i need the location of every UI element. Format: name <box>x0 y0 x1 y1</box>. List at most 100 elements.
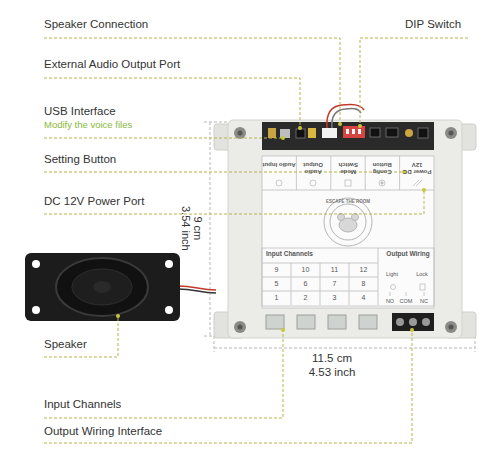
label-panel <box>310 180 316 186</box>
brand-logo <box>330 204 366 240</box>
channel-number: 9 <box>262 266 291 274</box>
channel-number: 12 <box>349 266 378 274</box>
panel-label: Audio Input <box>262 161 296 168</box>
channel-number: 3 <box>320 294 349 302</box>
pcb-header-strip <box>352 129 355 134</box>
pcb-header-strip <box>262 122 434 150</box>
leader-dot <box>116 122 426 332</box>
connector-wires <box>327 105 364 128</box>
callout-label: External Audio Output Port <box>44 58 304 71</box>
terminal-block <box>266 315 284 329</box>
speaker-body <box>93 281 111 293</box>
dimension-label: 3.54 inch <box>180 198 193 258</box>
pcb-header-strip <box>280 129 290 138</box>
label-panel <box>379 180 385 186</box>
device-enclosure <box>234 321 246 333</box>
leader-dot <box>281 136 285 140</box>
channel-number: 2 <box>291 294 320 302</box>
speaker-body <box>25 253 180 321</box>
pin-name: NC <box>415 298 433 304</box>
label-panel <box>381 182 383 184</box>
label-panel <box>262 190 434 191</box>
connector-wires <box>327 105 364 128</box>
channel-number: 4 <box>349 294 378 302</box>
channel-number: 8 <box>349 280 378 288</box>
terminal-label: Light <box>380 271 404 277</box>
dimension-line <box>204 122 228 123</box>
leader-line <box>44 38 468 443</box>
leader-line <box>44 330 412 443</box>
label-panel <box>296 156 399 190</box>
dimension-label: 4.53 inch <box>292 366 372 379</box>
channel-number: 6 <box>291 280 320 288</box>
pin-name: COM <box>396 298 416 304</box>
channel-table <box>390 292 424 296</box>
connector-wires <box>332 108 361 128</box>
channel-table <box>262 248 434 306</box>
pcb-header-strip <box>346 129 349 134</box>
channel-number: 7 <box>320 280 349 288</box>
pcb-header-strip <box>418 128 428 138</box>
label-panel <box>262 156 434 308</box>
leader-dot <box>338 122 342 126</box>
pcb-header-strip <box>405 129 413 137</box>
leader-line <box>44 38 340 124</box>
pcb-header-strip <box>358 129 361 134</box>
speaker-body <box>32 260 40 268</box>
dimension-line <box>210 122 211 336</box>
callout-label: Input Channels <box>44 398 304 411</box>
pcb-header-strip <box>296 129 305 138</box>
panel-label: Mode Switch <box>331 161 365 175</box>
pcb-header-strip <box>262 122 434 150</box>
brand-logo <box>352 214 359 221</box>
pcb-header-strip <box>322 128 337 138</box>
leader-dot <box>422 188 426 192</box>
speaker-body <box>25 253 180 321</box>
leader-dot <box>281 328 285 332</box>
table-heading: Input Channels <box>266 250 346 257</box>
dimension-label: 9 cm <box>192 208 205 248</box>
channel-number: 10 <box>291 266 320 274</box>
label-panel <box>413 180 422 186</box>
channel-table <box>420 284 425 290</box>
leader-dot <box>358 124 362 128</box>
terminal-block <box>392 313 434 331</box>
device-enclosure <box>449 325 454 330</box>
dimension-line <box>214 336 215 352</box>
device-enclosure <box>445 321 457 333</box>
device-enclosure <box>445 127 457 139</box>
channel-table <box>262 248 434 306</box>
callout-label: USB Interface <box>44 105 244 118</box>
panel-label: Audio Output <box>296 161 330 175</box>
callout-label: DC 12V Power Port <box>44 195 244 208</box>
pcb-header-strip <box>268 128 276 138</box>
panel-label: Config Button <box>365 161 399 175</box>
terminal-block <box>396 318 404 326</box>
dimension-label: 11.5 cm <box>292 352 372 365</box>
label-panel <box>262 156 434 308</box>
dimension-line <box>475 336 476 352</box>
device-enclosure <box>449 131 454 136</box>
terminal-block <box>409 318 417 326</box>
pcb-header-strip <box>386 128 398 137</box>
device-enclosure <box>234 127 246 139</box>
pcb-header-strip <box>370 128 380 137</box>
device-enclosure <box>228 120 462 338</box>
leader-dot <box>298 126 302 130</box>
terminal-block <box>266 313 434 331</box>
brand-logo <box>324 198 372 246</box>
channel-number: 5 <box>262 280 291 288</box>
speaker-body <box>72 269 132 305</box>
speaker-wire <box>178 286 216 293</box>
label-panel <box>276 180 282 186</box>
speaker-body <box>165 260 173 268</box>
brand-logo <box>324 198 372 246</box>
leader-dot <box>116 314 120 318</box>
channel-number: 11 <box>320 266 349 274</box>
speaker-body <box>165 306 173 314</box>
pcb-header-strip <box>343 126 365 138</box>
leader-line <box>360 38 468 126</box>
device-enclosure <box>238 131 243 136</box>
leader-line <box>44 190 424 214</box>
